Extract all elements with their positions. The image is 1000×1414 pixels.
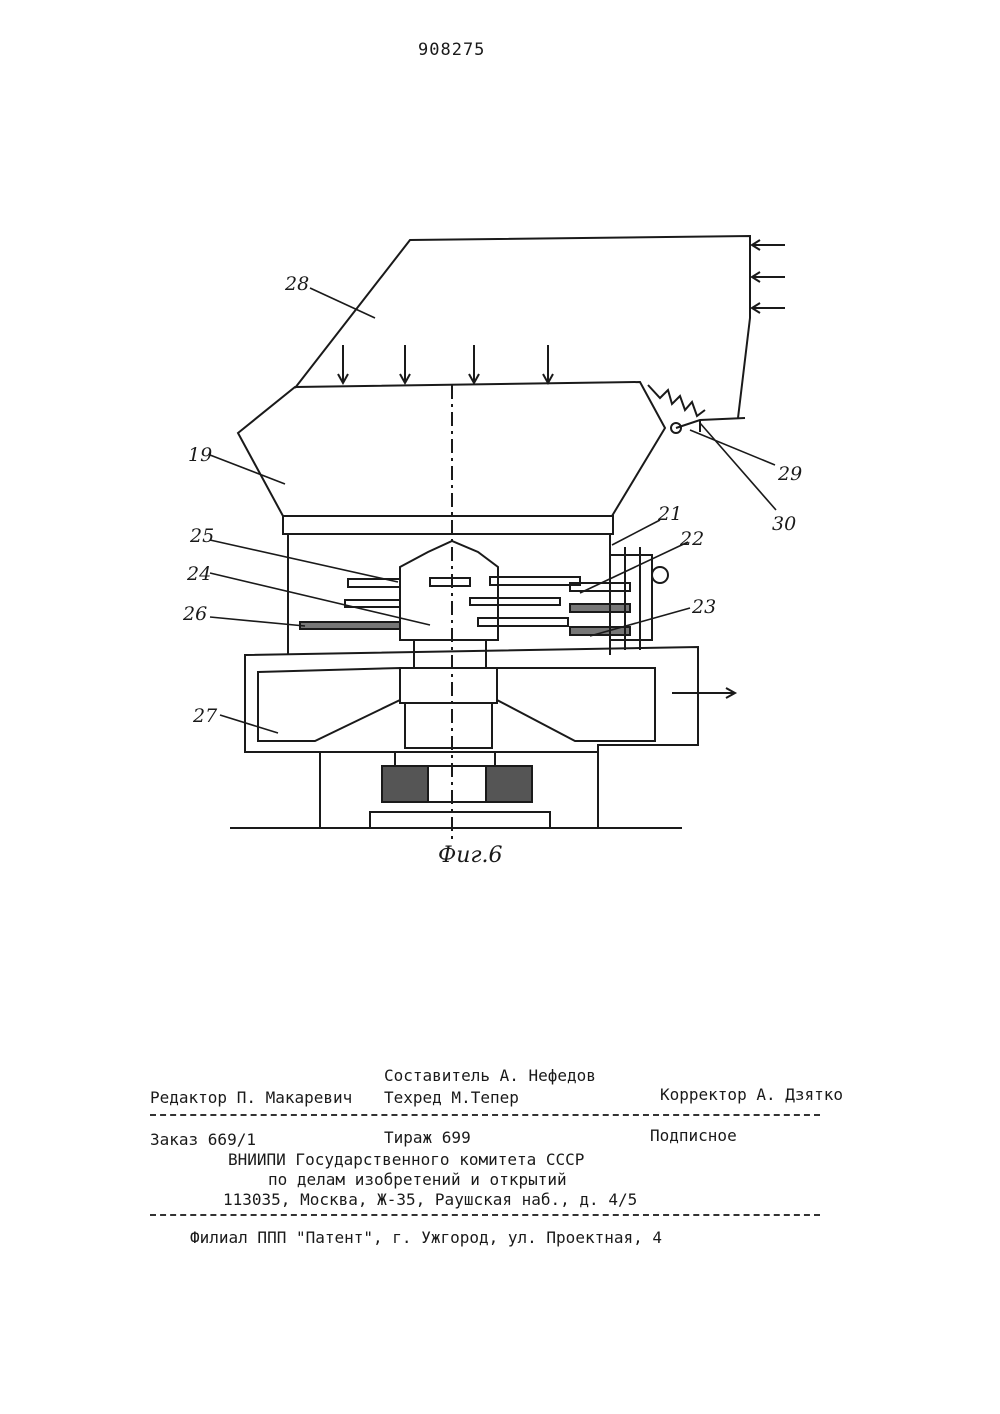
label-26: 26 <box>182 603 207 625</box>
label-25: 25 <box>189 525 214 547</box>
flow-arrows-down <box>338 345 553 383</box>
compiler: Составитель А. Нефедов <box>384 1066 596 1085</box>
housing-band <box>283 516 613 534</box>
hood-outline <box>295 236 750 418</box>
techred: Техред М.Тепер <box>384 1088 519 1107</box>
divider-top <box>150 1114 820 1116</box>
label-30: 30 <box>772 513 796 535</box>
flow-arrows-left <box>752 240 785 313</box>
label-28: 28 <box>284 273 309 295</box>
divider-bottom <box>150 1214 820 1216</box>
leader-lines <box>210 288 776 733</box>
order: Заказ 669/1 <box>150 1130 256 1149</box>
label-21: 21 <box>657 503 682 525</box>
subscription: Подписное <box>650 1126 737 1145</box>
editor: Редактор П. Макаревич <box>150 1088 352 1107</box>
label-19: 19 <box>188 444 212 466</box>
org-line-3: 113035, Москва, Ж-35, Раушская наб., д. … <box>223 1190 637 1209</box>
org-line-2: по делам изобретений и открытий <box>268 1170 567 1189</box>
label-27: 27 <box>192 705 218 727</box>
label-24: 24 <box>186 563 211 585</box>
label-29: 29 <box>777 463 802 485</box>
circulation: Тираж 699 <box>384 1128 471 1147</box>
figure-6-drawing: 28 19 25 24 26 27 21 22 23 29 30 Фиг.6 <box>0 0 1000 900</box>
fan-housing <box>245 647 698 752</box>
label-23: 23 <box>691 596 716 618</box>
figure-caption: Фиг.6 <box>438 843 503 868</box>
org-line-1: ВНИИПИ Государственного комитета СССР <box>228 1150 584 1169</box>
label-22: 22 <box>679 528 704 550</box>
branch: Филиал ППП "Патент", г. Ужгород, ул. Про… <box>190 1228 662 1247</box>
corrector: Корректор А. Дзятко <box>660 1085 843 1104</box>
fan-impeller <box>258 668 400 741</box>
motor-base <box>320 752 598 828</box>
